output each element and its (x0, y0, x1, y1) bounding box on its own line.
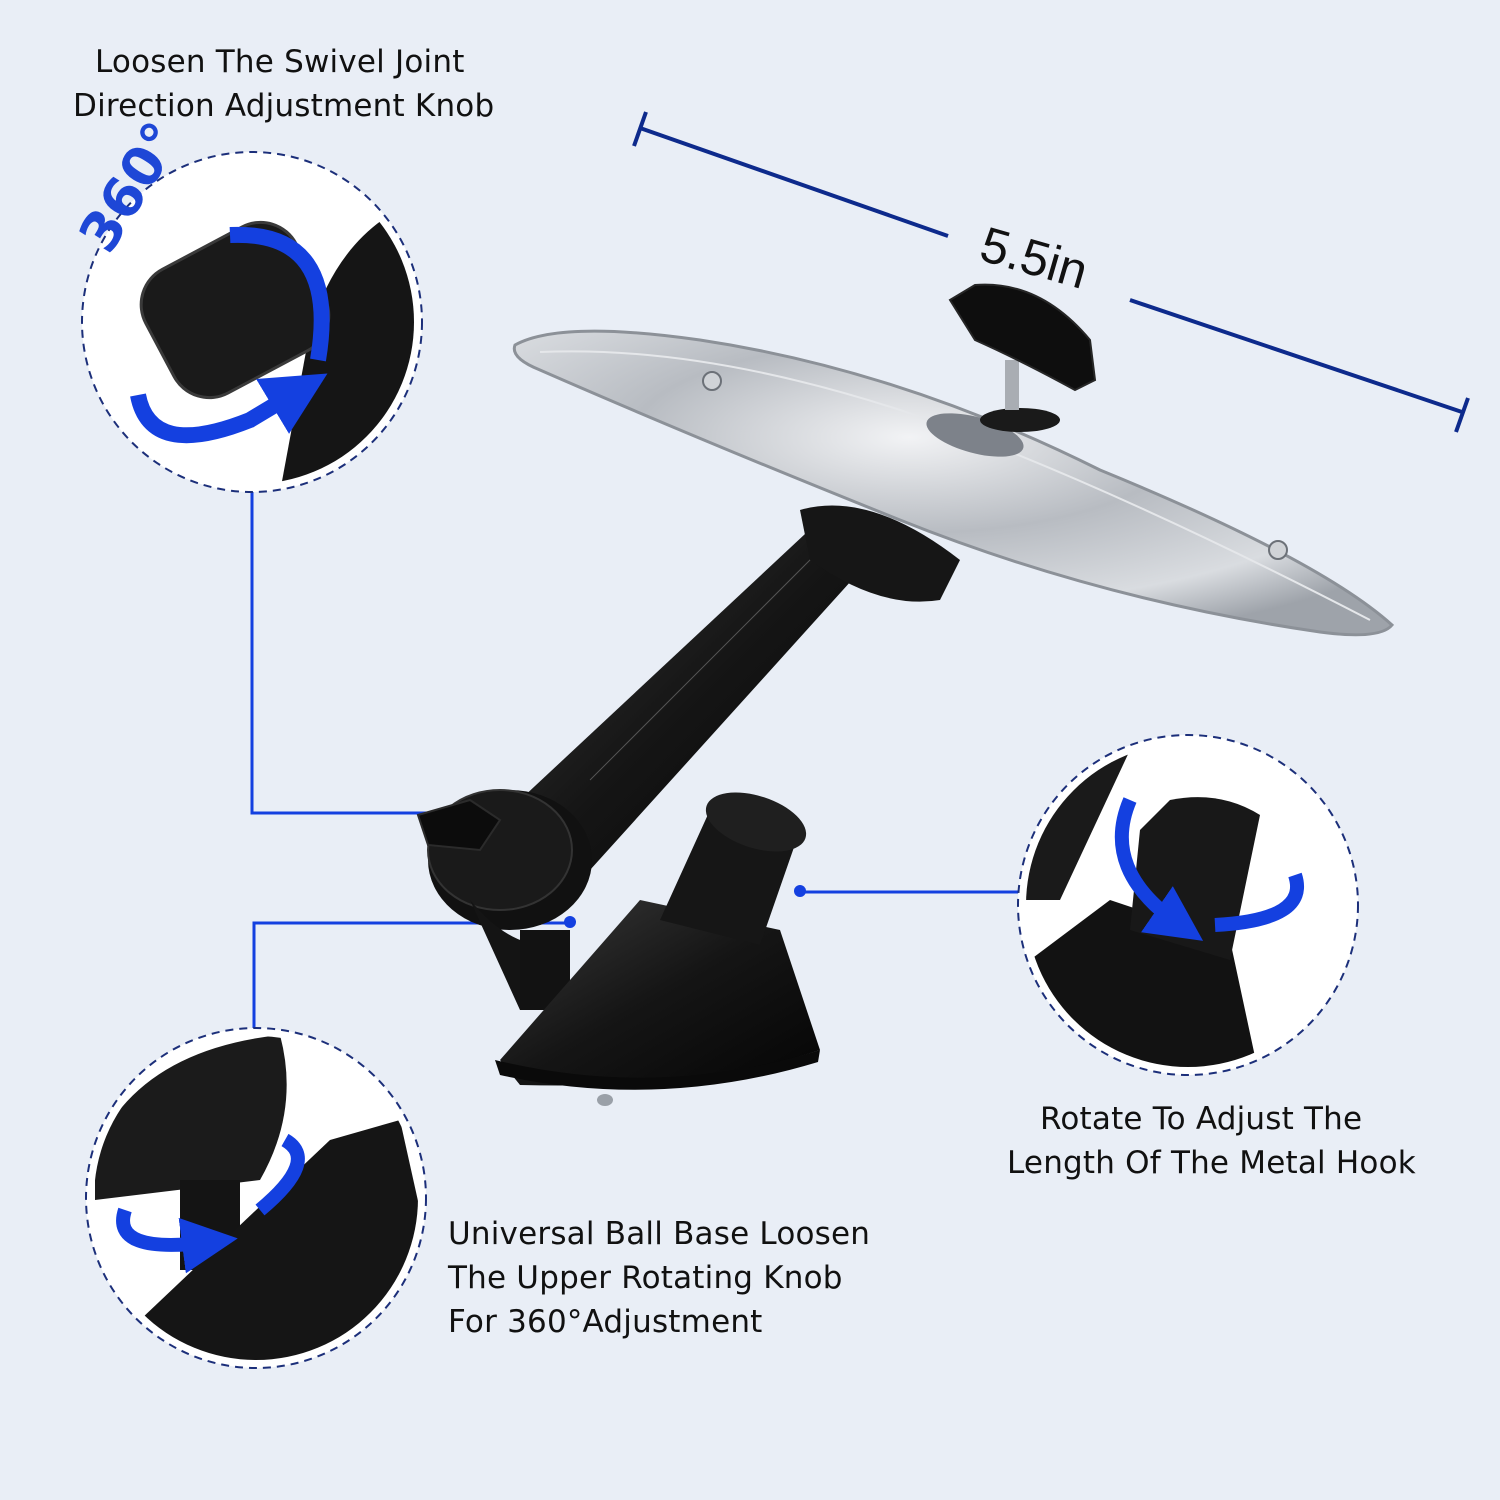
swivel-joint-label: Loosen The Swivel Joint Direction Adjust… (73, 40, 494, 128)
connector-dot (564, 916, 576, 928)
product-arm (416, 520, 870, 1010)
ball-base-label: Universal Ball Base Loosen The Upper Rot… (448, 1212, 870, 1344)
ball-base-label-line-2: The Upper Rotating Knob (448, 1260, 843, 1296)
dimension-line (632, 111, 1470, 433)
rotate-arrow-icon (255, 1133, 305, 1216)
detail-circle-ball-base (85, 1027, 427, 1369)
rotate-arrow-icon (229, 226, 330, 362)
ball-base-label-line-1: Universal Ball Base Loosen (448, 1216, 871, 1252)
swivel-joint-label-line-2: Direction Adjustment Knob (73, 88, 495, 124)
detail-circle-swivel-joint (81, 151, 423, 493)
detail-circle-metal-hook (1017, 734, 1359, 1076)
ball-base-label-line-3: For 360°Adjustment (448, 1304, 763, 1340)
product-base (495, 792, 820, 1106)
lid-mount (800, 505, 960, 602)
metal-hook-label: Rotate To Adjust The Length Of The Metal… (1007, 1097, 1416, 1185)
swivel-joint-label-line-1: Loosen The Swivel Joint (95, 44, 465, 80)
metal-hook-label-line-2: Length Of The Metal Hook (1007, 1145, 1416, 1181)
steel-lid (512, 283, 1395, 637)
rotate-arrow-icon (116, 1207, 238, 1274)
rotate-arrow-icon (1214, 872, 1304, 932)
rotate-arrow-icon (130, 373, 328, 444)
rotate-arrow-icon (1114, 797, 1204, 941)
metal-hook-label-line-1: Rotate To Adjust The (1040, 1101, 1363, 1137)
connector-lines (250, 486, 1018, 1028)
connector-dot (794, 885, 806, 897)
